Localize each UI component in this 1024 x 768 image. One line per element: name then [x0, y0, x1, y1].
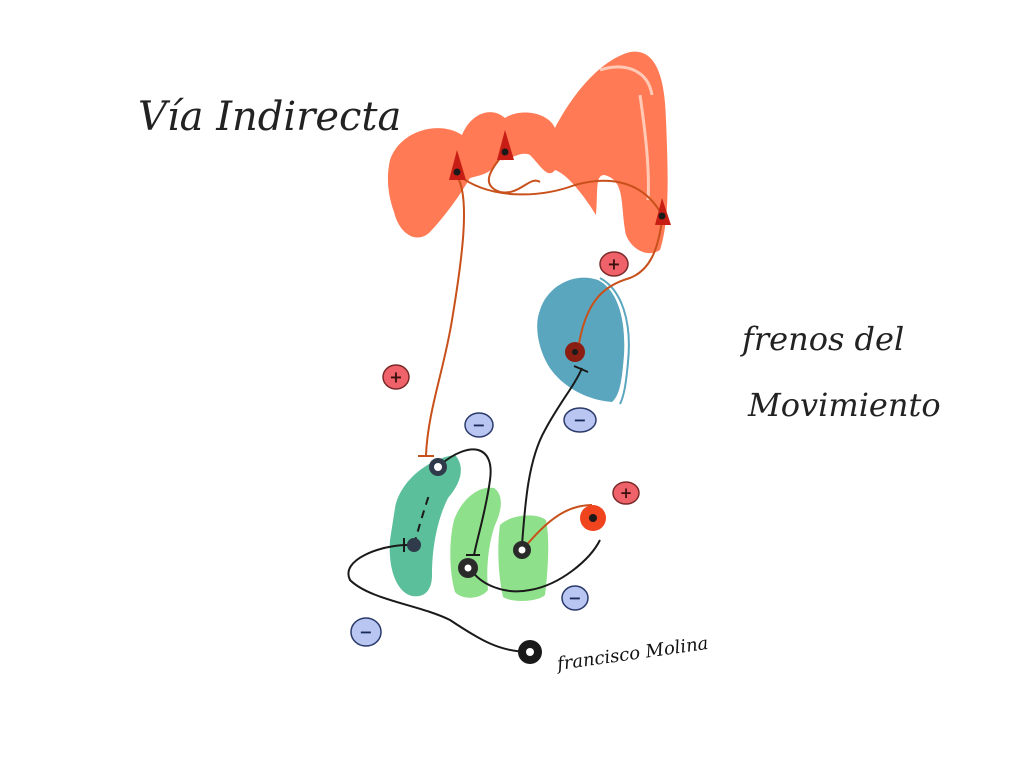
thalamic-neuron — [565, 342, 585, 362]
author-signature: francisco Molina — [554, 633, 710, 675]
axon-cortex-interconnect — [457, 174, 663, 216]
cortex-fold-highlight — [599, 65, 654, 201]
cortical-neuron-1 — [449, 150, 466, 180]
axon-gpi-to-thalamus — [521, 367, 583, 546]
svg-text:−: − — [568, 589, 581, 608]
plus-badge-cortex-thalamus: + — [599, 251, 629, 277]
cortical-neuron-3 — [655, 198, 671, 225]
striatal-neuron-upper — [429, 458, 447, 476]
pallidum-external-band — [450, 487, 501, 598]
svg-text:+: + — [620, 484, 633, 502]
cortical-neuron-2 — [497, 130, 514, 160]
axon-cortex-loop — [487, 151, 541, 194]
minus-badge-striatum-gpe: − — [464, 412, 494, 438]
svg-text:−: − — [472, 416, 485, 435]
diagram-title: Vía Indirecta — [138, 94, 401, 140]
gpi-neuron — [580, 505, 606, 531]
axon-striatum-to-gpe — [439, 448, 492, 556]
label-movimiento: Movimiento — [747, 386, 941, 424]
stn-neuron — [513, 541, 531, 559]
axon-cortex-to-thalamus — [577, 219, 663, 351]
output-neuron — [518, 640, 542, 664]
svg-text:+: + — [607, 255, 620, 274]
gpi-axon-terminal — [573, 365, 589, 373]
axon-striatum-loop — [347, 544, 531, 653]
cortex-region — [387, 51, 668, 254]
gpe-neuron — [458, 558, 478, 578]
svg-text:−: − — [573, 411, 586, 430]
striatum-band — [389, 455, 461, 597]
axon-cortex-to-striatum — [425, 177, 465, 456]
minus-badge-gpe-stn: − — [561, 585, 589, 611]
plus-badge-cortex-striatum: + — [382, 364, 410, 390]
axon-gpe-to-stn — [469, 539, 601, 593]
label-frenos-del: frenos del — [740, 320, 904, 358]
thalamus-outline — [599, 277, 630, 405]
plus-badge-stn-gpi: + — [612, 481, 640, 505]
minus-badge-gpi-thalamus: − — [563, 407, 597, 433]
svg-text:+: + — [389, 368, 402, 387]
svg-text:−: − — [359, 623, 372, 642]
thalamus-region — [537, 277, 625, 402]
minus-badge-striatum-output: − — [350, 617, 382, 647]
striatal-neuron-lower — [407, 538, 421, 552]
